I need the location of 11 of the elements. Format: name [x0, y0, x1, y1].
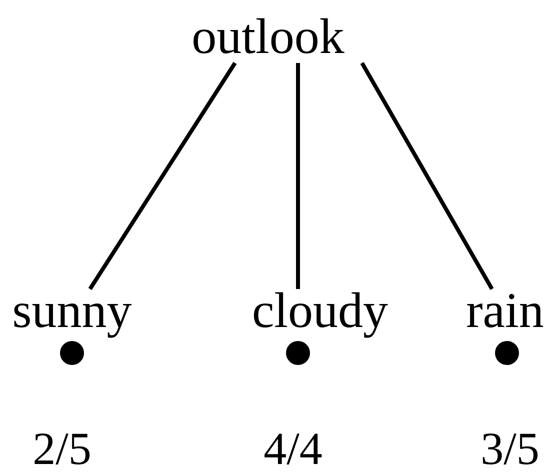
leaf-dot: [495, 341, 519, 365]
ratio-text: 4/4: [264, 426, 322, 472]
ratio-text: 3/5: [480, 426, 540, 472]
leaf-dot: [60, 341, 84, 365]
tree-branch-line: [88, 62, 237, 290]
ratio-text: 2/5: [32, 426, 92, 472]
node-label: rain: [466, 285, 544, 335]
tree-branch-line: [296, 63, 300, 289]
leaf-dot: [286, 341, 310, 365]
tree-branch-line: [360, 62, 494, 290]
node-label: outlook: [192, 11, 344, 61]
